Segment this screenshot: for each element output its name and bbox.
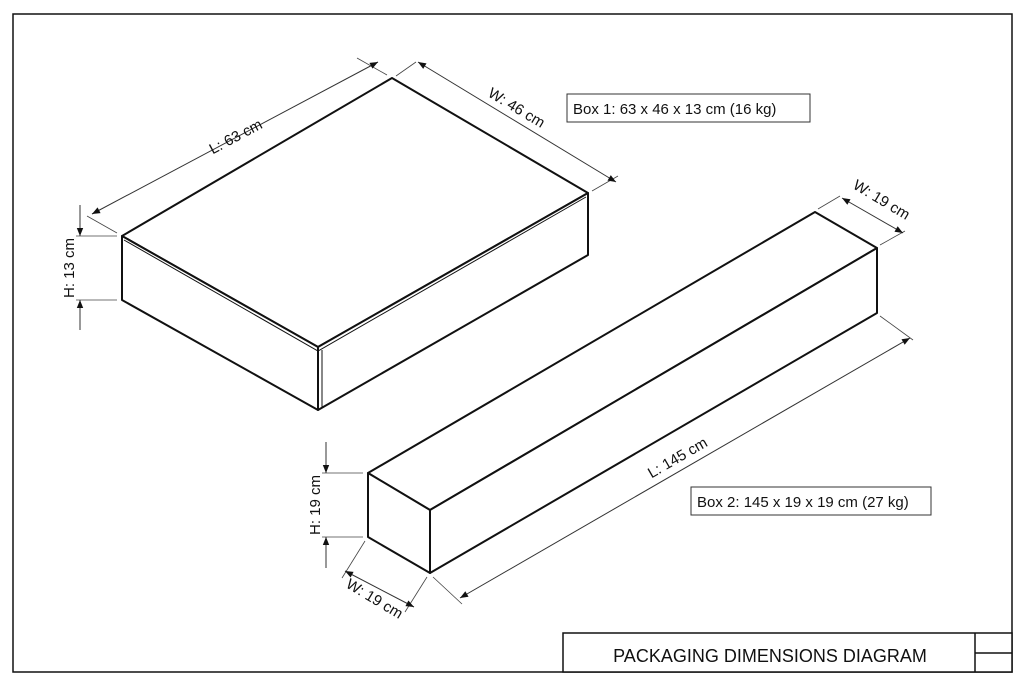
box-2-height-dimension: H: 19 cm	[307, 442, 363, 568]
box-2-summary-note: Box 2: 145 x 19 x 19 cm (27 kg)	[690, 486, 932, 516]
box-1-summary: Box 1: 63 x 46 x 13 cm (16 kg)	[573, 101, 776, 118]
box-2-height-label: H: 19 cm	[307, 475, 324, 535]
box-1-length-label: L: 63 cm	[206, 116, 265, 158]
box-2-width-top-label: W: 19 cm	[850, 177, 913, 224]
diagram-title: PACKAGING DIMENSIONS DIAGRAM	[613, 646, 927, 666]
box-1-summary-note: Box 1: 63 x 46 x 13 cm (16 kg)	[566, 93, 811, 123]
box-1-height-label: H: 13 cm	[61, 238, 78, 298]
box-2-width-bottom-label: W: 19 cm	[343, 576, 406, 623]
box-1	[121, 77, 589, 411]
drawing-frame	[12, 13, 1013, 673]
box-1-lid-edge	[123, 196, 587, 352]
title-block: PACKAGING DIMENSIONS DIAGRAM	[562, 632, 1013, 673]
box-1-side-face	[317, 192, 589, 411]
box-1-height-dimension: H: 13 cm	[61, 205, 117, 330]
box-2-summary: Box 2: 145 x 19 x 19 cm (27 kg)	[697, 494, 909, 511]
